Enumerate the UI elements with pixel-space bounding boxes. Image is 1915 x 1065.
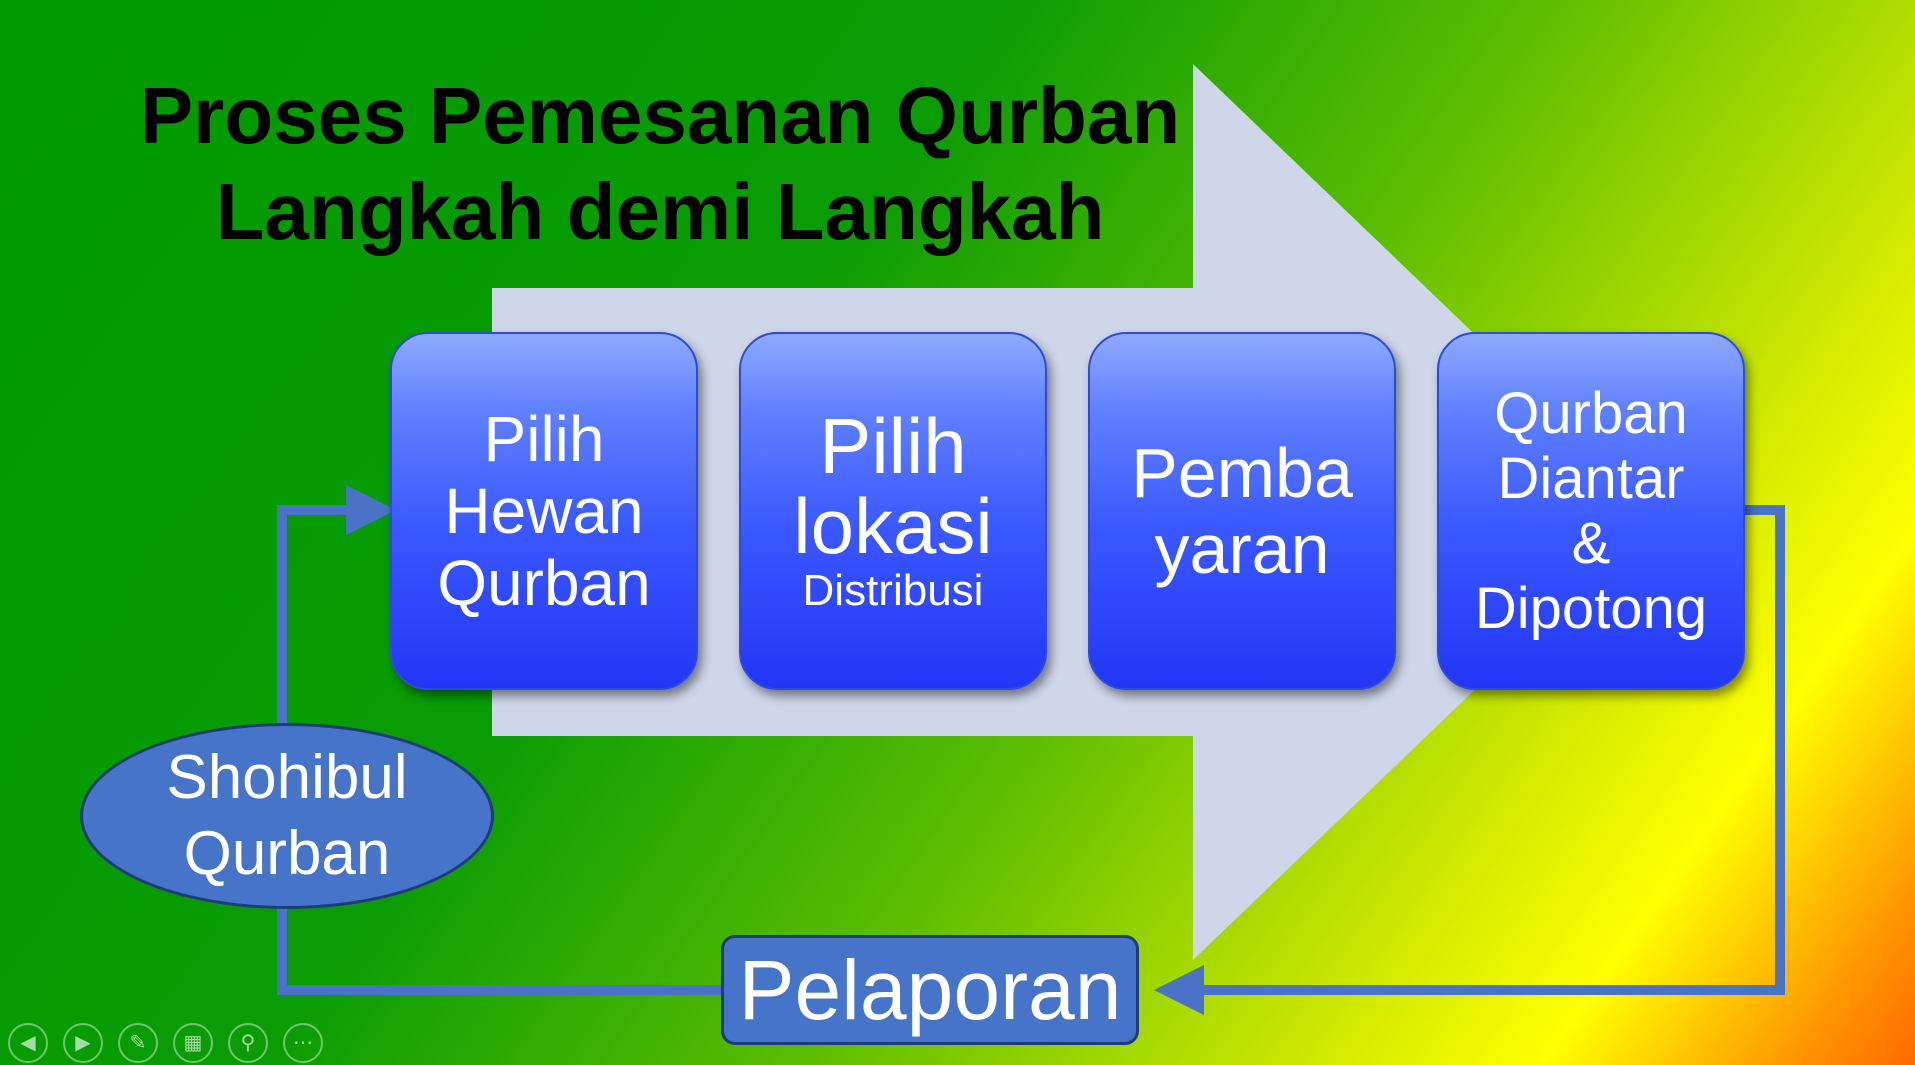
- title-line-2: Langkah demi Langkah: [215, 167, 1105, 256]
- step-pembayaran: Pemba yaran: [1088, 332, 1396, 690]
- actor-shohibul-qurban: Shohibul Qurban: [80, 723, 494, 909]
- pen-icon[interactable]: ✎: [118, 1023, 158, 1063]
- connector-step4-to-report: [1154, 505, 1785, 1015]
- report-label: Pelaporan: [738, 942, 1122, 1037]
- step-2-line-3: Distribusi: [802, 566, 984, 615]
- prev-icon[interactable]: ◀: [8, 1023, 48, 1063]
- step-1-line-3: Qurban: [437, 547, 651, 619]
- step-1-line-1: Pilih: [483, 403, 605, 475]
- slide-title: Proses Pemesanan Qurban Langkah demi Lan…: [120, 68, 1200, 260]
- connector-report-to-actor: [277, 907, 722, 995]
- actor-line-1: Shohibul: [166, 743, 408, 812]
- step-4-line-2: Diantar: [1497, 446, 1685, 511]
- connector-actor-to-step1: [277, 485, 396, 724]
- step-2-line-2: lokasi: [793, 482, 993, 570]
- step-4-line-4: Dipotong: [1474, 576, 1708, 641]
- presentation-toolbar: ◀ ▶ ✎ ▦ ⚲ ⋯: [8, 1023, 323, 1063]
- zoom-icon[interactable]: ⚲: [228, 1023, 268, 1063]
- actor-line-2: Qurban: [183, 819, 391, 888]
- step-2-line-1: Pilih: [819, 402, 967, 490]
- report-box: Pelaporan: [721, 935, 1139, 1045]
- step-4-line-3: &: [1571, 511, 1611, 576]
- more-icon[interactable]: ⋯: [283, 1023, 323, 1063]
- step-qurban-diantar: Qurban Diantar & Dipotong: [1437, 332, 1745, 690]
- step-3-line-2: yaran: [1154, 510, 1330, 588]
- step-1-line-2: Hewan: [444, 475, 644, 547]
- step-pilih-hewan: Pilih Hewan Qurban: [390, 332, 698, 690]
- step-4-line-1: Qurban: [1494, 381, 1688, 446]
- title-line-1: Proses Pemesanan Qurban: [139, 71, 1181, 160]
- process-arrow-shape: [492, 64, 1660, 960]
- slides-icon[interactable]: ▦: [173, 1023, 213, 1063]
- next-icon[interactable]: ▶: [63, 1023, 103, 1063]
- step-pilih-lokasi: Pilih lokasi Distribusi: [739, 332, 1047, 690]
- step-3-line-1: Pemba: [1131, 434, 1353, 512]
